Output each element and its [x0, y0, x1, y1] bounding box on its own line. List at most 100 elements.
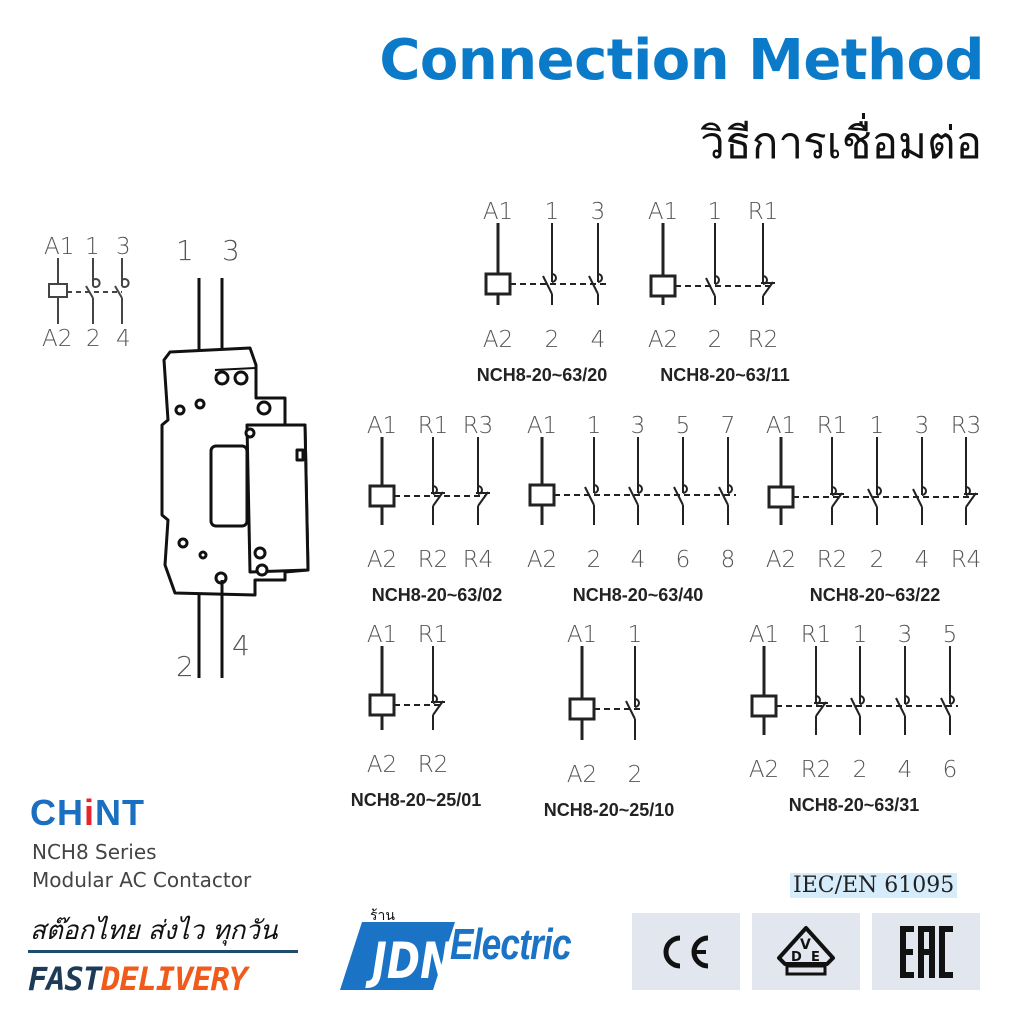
terminal-label-bottom: 6 — [943, 757, 958, 783]
terminal-label-top: R1 — [748, 199, 779, 225]
page-subtitle-thai: วิธีการเชื่อมต่อ — [700, 118, 982, 169]
logo-dot-i: i — [84, 792, 96, 833]
no-contact-blade — [912, 488, 923, 508]
fast-delivery-banner: FASTDELIVERY — [28, 960, 248, 998]
logo-part: NT — [95, 792, 146, 833]
terminal-label-bottom: 2 — [708, 327, 723, 353]
terminal-label-top: A1 — [648, 199, 678, 225]
vde-icon: V D E — [777, 925, 835, 975]
no-contact-blade — [542, 275, 553, 295]
terminal-label-top: A1 — [766, 413, 796, 439]
terminal-label-top: 1 — [545, 199, 560, 225]
terminal-label-top: R3 — [951, 413, 982, 439]
terminal-label-bottom: R2 — [817, 547, 848, 573]
shop-name-electric: Electric — [450, 920, 572, 969]
nc-contact-blade — [477, 491, 489, 507]
terminal-label-bottom: A2 — [367, 547, 397, 573]
terminal-label-top: 7 — [721, 413, 736, 439]
model-label: NCH8-20~63/11 — [660, 365, 790, 385]
contact-arc — [921, 486, 927, 496]
contact-arc — [949, 695, 955, 705]
terminal-label-top: A1 — [567, 622, 597, 648]
terminal-label-top: 3 — [591, 199, 606, 225]
terminal-label-top: 1 — [587, 413, 602, 439]
model-label: NCH8-20~63/31 — [789, 795, 920, 815]
terminal-label-top: R1 — [801, 622, 832, 648]
coil-symbol — [750, 694, 778, 718]
coil-symbol — [368, 484, 396, 508]
terminal-label-bottom: 4 — [591, 327, 606, 353]
contact-arc — [637, 484, 643, 494]
svg-text:E: E — [811, 950, 820, 965]
series-name: NCH8 Series — [32, 840, 157, 864]
terminal-label-top: 1 — [853, 622, 868, 648]
contact-arc — [593, 484, 599, 494]
terminal-label-bottom: 2 — [628, 762, 643, 788]
model-label: NCH8-20~63/20 — [477, 365, 608, 385]
terminal-label-top: 3 — [898, 622, 913, 648]
terminal-label-top: A1 — [527, 413, 557, 439]
terminal-label-bottom: A2 — [483, 327, 513, 353]
terminal-label-top: 5 — [943, 622, 958, 648]
symbol-label-4: 4 — [116, 326, 131, 352]
terminal-label-bottom: 6 — [676, 547, 691, 573]
ce-icon — [663, 935, 709, 968]
terminal-label-bottom: R2 — [418, 752, 449, 778]
terminal-label-top: 3 — [915, 413, 930, 439]
terminal-label-1: 1 — [176, 234, 194, 267]
svg-text:V: V — [800, 937, 811, 953]
terminal-label-bottom: A2 — [648, 327, 678, 353]
no-contact-blade — [867, 488, 878, 508]
terminal-label-top: 1 — [870, 413, 885, 439]
model-label: NCH8-20~63/02 — [372, 585, 503, 605]
eac-mark — [872, 913, 980, 990]
terminal-label-top: R1 — [418, 622, 449, 648]
symbol-label-3: 3 — [116, 234, 131, 260]
delivery-text: DELIVERY — [101, 960, 248, 998]
no-contact-blade — [705, 277, 716, 297]
terminal-label-bottom: R4 — [463, 547, 494, 573]
terminal-label-top: A1 — [367, 413, 397, 439]
terminal-label-bottom: 2 — [870, 547, 885, 573]
logo-part: CH — [30, 792, 84, 833]
terminal-label-bottom: 2 — [587, 547, 602, 573]
no-contact-blade — [895, 697, 906, 717]
coil-symbol — [484, 272, 512, 296]
no-contact-blade — [850, 697, 861, 717]
terminal-label-bottom: 4 — [898, 757, 913, 783]
standard-label: IEC/EN 61095 — [790, 873, 958, 898]
page-title: Connection Method — [379, 28, 984, 93]
contact-arc — [551, 273, 557, 283]
terminal-label-bottom: 2 — [853, 757, 868, 783]
slogan-divider — [28, 950, 298, 953]
model-label: NCH8-20~25/01 — [351, 790, 482, 810]
coil-symbol — [528, 483, 556, 507]
no-contact-blade — [718, 486, 729, 506]
device-symbol — [48, 258, 130, 324]
nc-contact-blade — [432, 491, 444, 507]
contact-arc — [597, 273, 603, 283]
no-contact-blade — [673, 486, 684, 506]
terminal-label-bottom: R2 — [418, 547, 449, 573]
nc-contact-blade — [965, 492, 977, 508]
coil-symbol — [649, 274, 677, 298]
no-contact-blade — [625, 700, 636, 720]
vde-mark: V D E — [752, 913, 860, 990]
model-label: NCH8-20~63/22 — [810, 585, 941, 605]
no-contact-blade — [628, 486, 639, 506]
terminal-label-bottom: 4 — [631, 547, 646, 573]
chint-logo: CHiNT — [30, 792, 145, 834]
fast-text: FAST — [28, 960, 102, 998]
terminal-label-bottom: 2 — [545, 327, 560, 353]
no-contact-blade — [584, 486, 595, 506]
terminal-label-3: 3 — [222, 234, 240, 267]
symbol-label-1: 1 — [85, 234, 100, 260]
